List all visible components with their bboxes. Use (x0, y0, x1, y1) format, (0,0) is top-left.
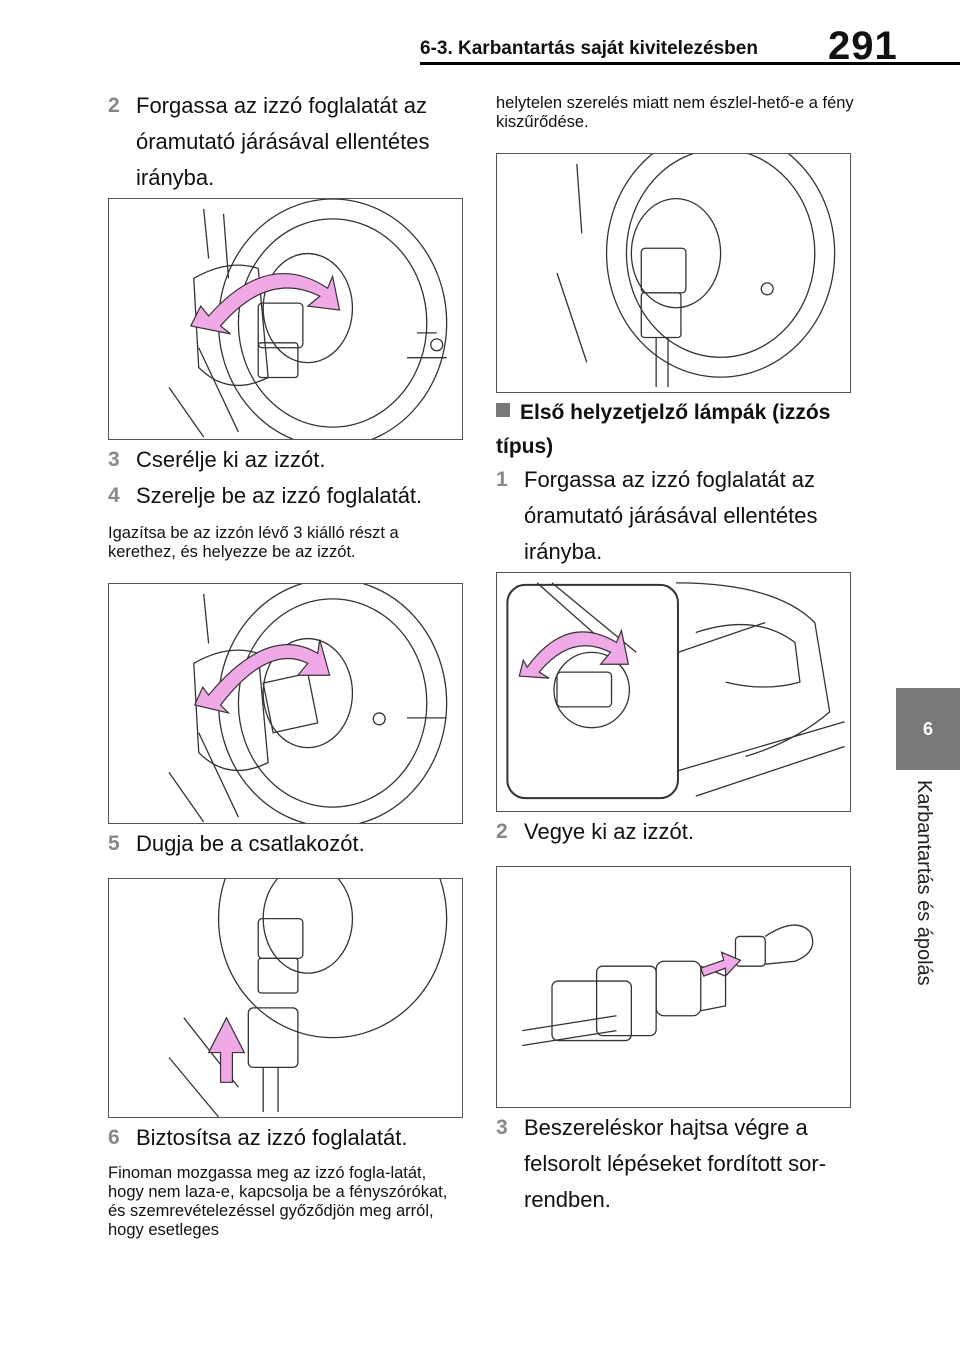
step-number: 1 (496, 468, 508, 491)
chapter-label: Karbantartás és ápolás (913, 780, 935, 986)
note-continuation: helytelen szerelés miatt nem észlel-hető… (496, 94, 854, 131)
step-text: Forgassa az izzó foglalatát az óramutató… (524, 467, 818, 564)
figure-socket-secured (496, 153, 851, 393)
step-1-right: 1 Forgassa az izzó foglalatát az óramuta… (496, 462, 856, 570)
figure-position-lamp (496, 572, 851, 812)
install-socket-illustration (168, 584, 448, 823)
step-6-left: 6 Biztosítsa az izzó foglalatát. (108, 1120, 468, 1156)
step-text: Vegye ki az izzót. (524, 819, 694, 844)
step-number: 5 (108, 832, 120, 855)
step-text: Biztosítsa az izzó foglalatát. (136, 1125, 408, 1150)
figure-rotate-socket (108, 198, 463, 440)
detail-inset (506, 583, 679, 800)
header-rule (420, 62, 960, 65)
step-text: Cserélje ki az izzót. (136, 447, 326, 472)
heading-square-icon (496, 403, 510, 417)
step-5-left: 5 Dugja be a csatlakozót. (108, 826, 468, 862)
step-text: Beszereléskor hajtsa végre a felsorolt l… (524, 1115, 827, 1212)
note-step-4: Igazítsa be az izzón lévő 3 kiálló részt… (108, 524, 399, 561)
step-number: 2 (496, 820, 508, 843)
pull-arrow-icon (700, 951, 742, 978)
rotate-arrow-icon (193, 639, 331, 714)
remove-bulb-illustration (522, 924, 814, 1047)
step-number: 3 (496, 1116, 508, 1139)
heading-text: Első helyzetjelző lámpák (izzós típus) (496, 401, 831, 458)
step-number: 3 (108, 448, 120, 471)
step-number: 2 (108, 94, 120, 117)
note-step-6: Finoman mozgassa meg az izzó fogla-latát… (108, 1164, 448, 1239)
step-number: 4 (108, 484, 120, 507)
step-3-left: 3 Cserélje ki az izzót. (108, 442, 468, 478)
position-lamp-illustration (506, 582, 845, 800)
step-2-left: 2 Forgassa az izzó foglalatát az óramuta… (108, 88, 468, 196)
step-2-right: 2 Vegye ki az izzót. (496, 814, 856, 850)
figure-plug-connector (108, 878, 463, 1118)
page-number: 291 (828, 24, 898, 68)
chapter-tab[interactable]: 6 (896, 688, 960, 770)
socket-secured-illustration (556, 154, 836, 388)
section-title: 6-3. Karbantartás saját kivitelezésben (420, 38, 758, 59)
step-3-right: 3 Beszereléskor hajtsa végre a felsorolt… (496, 1110, 856, 1218)
rotate-socket-illustration (168, 199, 448, 439)
plug-connector-illustration (168, 879, 448, 1117)
step-text: Szerelje be az izzó foglalatát. (136, 483, 423, 508)
figure-install-socket (108, 583, 463, 824)
rotate-arrow-icon (189, 272, 341, 335)
step-text: Dugja be a csatlakozót. (136, 831, 365, 856)
rotate-arrow-icon (518, 628, 630, 679)
step-number: 6 (108, 1126, 120, 1149)
step-text: Forgassa az izzó foglalatát az óramutató… (136, 93, 430, 190)
figure-remove-bulb (496, 866, 851, 1108)
step-4-left: 4 Szerelje be az izzó foglalatát. (108, 478, 468, 514)
push-arrow-icon (207, 1016, 246, 1083)
section-heading: Első helyzetjelző lámpák (izzós típus) (496, 396, 856, 464)
